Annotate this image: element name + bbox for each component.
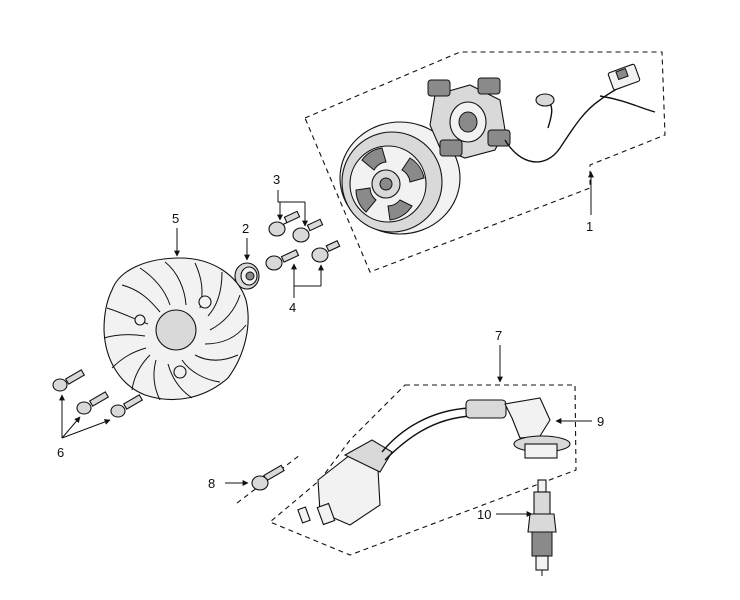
flange-nut [234, 262, 260, 290]
callout-7-label: 7 [495, 328, 502, 343]
callout-5-label: 5 [172, 211, 179, 226]
flange-nut-group: 2 [234, 221, 260, 290]
callout-9-label: 9 [597, 414, 604, 429]
bolt-4b [311, 240, 341, 263]
callout-3-leader [277, 190, 305, 203]
callout-10-label: 10 [477, 507, 491, 522]
callout-6-arrow-c [61, 419, 111, 439]
spark-plug-group: 10 [477, 479, 557, 576]
callout-8-label: 8 [208, 476, 215, 491]
spark-plug [527, 479, 557, 576]
fan-screw-a [52, 369, 86, 392]
coil-bolt-group: 8 [208, 454, 301, 504]
fan-screw-b [76, 391, 110, 415]
stator-wiring-harness [504, 63, 656, 163]
magneto-dashed-outline [304, 51, 666, 273]
stator-coil [427, 77, 511, 159]
ignition-coil-group: 7 [268, 328, 577, 556]
bolts-group-4: 4 [265, 240, 341, 315]
spark-plug-cap-callout: 9 [555, 414, 604, 429]
flywheel-rotor [339, 121, 461, 235]
bolts-group-3: 3 [268, 172, 324, 243]
callout-2-label: 2 [242, 221, 249, 236]
ignition-dashed-outline [268, 384, 577, 556]
callout-6-label: 6 [57, 445, 64, 460]
cooling-fan-group: 5 [103, 211, 249, 401]
bolt-4a [265, 249, 300, 271]
high-tension-lead [381, 407, 471, 453]
ignition-coil [297, 439, 393, 526]
coil-mounting-bolt [251, 464, 285, 491]
fan-screw-c [110, 394, 144, 418]
cooling-fan [103, 257, 249, 401]
callout-4-leader [293, 285, 321, 298]
spark-plug-cap [465, 397, 571, 459]
callout-1-label: 1 [586, 219, 593, 234]
bolt-3b [292, 218, 324, 243]
bolt-3a [268, 210, 301, 237]
callout-4-label: 4 [289, 300, 296, 315]
callout-6-arrow-b [61, 416, 81, 439]
fan-screws-group: 6 [52, 369, 144, 460]
callout-3-label: 3 [273, 172, 280, 187]
magneto-assembly-group: 1 [304, 51, 666, 273]
